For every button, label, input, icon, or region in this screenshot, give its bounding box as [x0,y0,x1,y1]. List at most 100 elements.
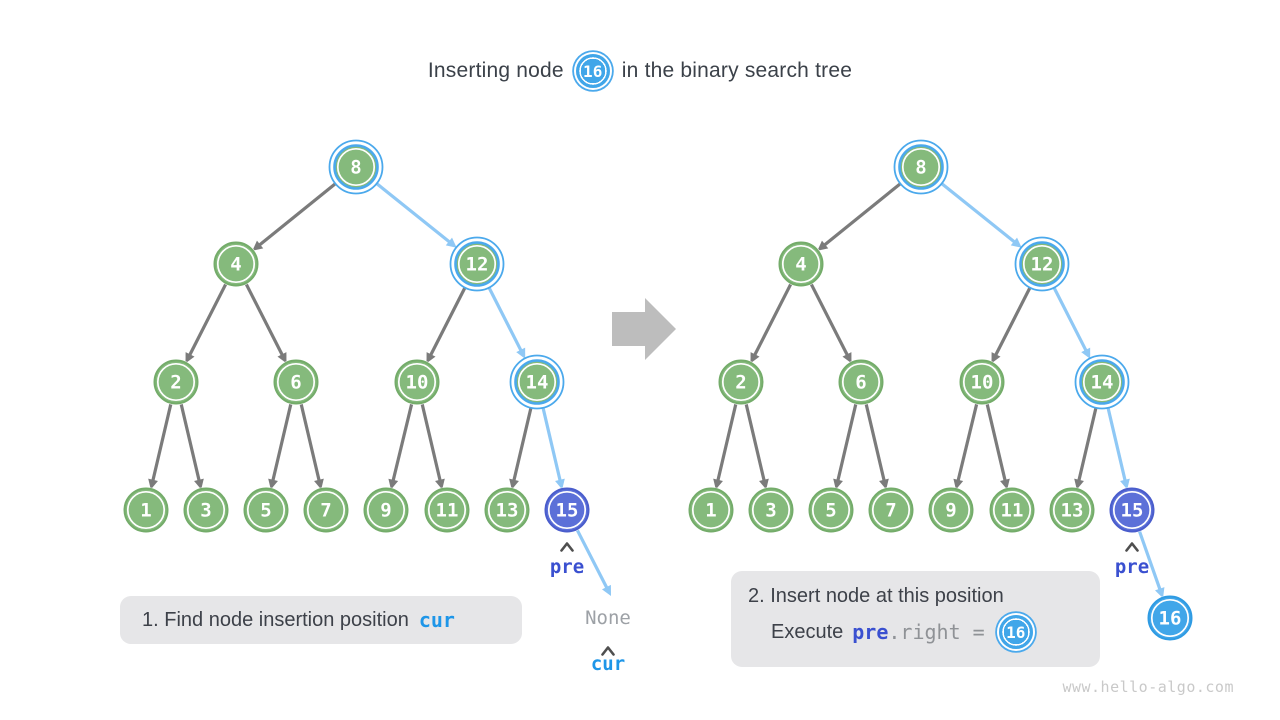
tree-node-11: 11 [989,487,1035,533]
node-value: 7 [320,500,331,522]
edge-6-5 [268,401,293,490]
edge-4-6 [243,281,287,364]
node-value: 15 [1121,500,1144,522]
step1-caption: 1. Find node insertion position cur [120,596,522,644]
edge-8-4 [817,181,903,251]
tree-node-2: 2 [153,359,199,405]
tree-node-13: 13 [484,487,530,533]
edge-14-15 [541,405,565,490]
node-value: 11 [1001,500,1024,522]
tree-node-11: 11 [424,487,470,533]
node-value: 6 [290,372,301,394]
edge-6-7 [864,401,889,490]
cur-pointer-label: cur [591,653,625,675]
node-16-chip-caption: 16 [998,615,1033,649]
transition-arrow-icon [612,298,676,360]
node-value: 14 [526,372,549,394]
node-value: 3 [200,500,211,522]
node-value: 11 [436,500,459,522]
edge-12-14 [486,285,526,359]
node-value: 12 [466,254,489,276]
edge-14-13 [1074,405,1098,490]
tree-node-9: 9 [928,487,974,533]
tree-node-10: 10 [959,359,1005,405]
edge-6-5 [833,401,858,490]
node-value: 5 [260,500,271,522]
tree-node-5: 5 [243,487,289,533]
edge-15-point [574,527,611,597]
edge-12-10 [426,285,468,364]
pre-pointer-label: pre [550,556,584,578]
edge-8-4 [252,181,338,251]
tree-node-9: 9 [363,487,409,533]
edge-14-13 [509,405,533,490]
title-text-after: in the binary search tree [621,59,853,82]
node-value: 12 [1031,254,1054,276]
edge-10-9 [953,401,979,490]
tree-node-4: 4 [778,241,824,287]
node-value: 2 [735,372,746,394]
step2-line1: 2. Insert node at this position [748,585,1004,607]
edge-4-2 [185,281,229,364]
node-value: 1 [140,500,151,522]
tree-node-2: 2 [718,359,764,405]
tree-node-1: 1 [688,487,734,533]
tree-node-3: 3 [183,487,229,533]
edge-2-1 [713,401,738,490]
tree-node-8: 8 [893,139,949,195]
tree-node-12: 12 [1014,236,1070,292]
pre-code-label: pre [852,620,889,644]
node-value: 1 [705,500,716,522]
node-value: 8 [915,157,926,179]
edge-10-9 [388,401,414,490]
node-value: 9 [945,500,956,522]
edge-2-3 [179,401,204,490]
pre-pointer-label: pre [1115,556,1149,578]
step2-execute-text: Execute [771,620,844,643]
caret-up-icon [1125,542,1139,552]
node-value: 9 [380,500,391,522]
tree-node-6: 6 [273,359,319,405]
edge-10-11 [985,401,1010,490]
tree-node-7: 7 [303,487,349,533]
node-value: 6 [855,372,866,394]
right-code-label: .right = [888,620,985,644]
node-value: 5 [825,500,836,522]
node-value: 15 [556,500,579,522]
tree-node-8: 8 [328,139,384,195]
edge-15-16 [1137,528,1165,599]
tree-node-16: 16 [1147,595,1193,641]
node-value: 8 [350,157,361,179]
node-value: 4 [230,254,241,276]
tree-node-13: 13 [1049,487,1095,533]
none-pointer-label: None [585,607,631,629]
edge-12-10 [991,285,1033,364]
node-value: 4 [795,254,806,276]
node-value: 13 [496,500,519,522]
node-value: 3 [765,500,776,522]
step2-caption: 2. Insert node at this position Execute … [731,571,1100,667]
node-16-chip: 16 [575,54,610,88]
node-value: 13 [1061,500,1084,522]
node-value: 2 [170,372,181,394]
edge-4-6 [808,281,852,364]
edge-8-12 [939,181,1022,248]
tree-node-7: 7 [868,487,914,533]
watermark: www.hello-algo.com [1062,678,1234,696]
cur-code-label: cur [418,608,455,632]
tree-node-10: 10 [394,359,440,405]
edge-2-3 [744,401,769,490]
caret-up-icon [560,542,574,552]
tree-node-1: 1 [123,487,169,533]
edge-4-2 [750,281,794,364]
caret-up-icon [601,646,615,656]
step2-line2: Execute pre .right = 16 [771,615,1100,649]
tree-node-3: 3 [748,487,794,533]
node-value: 14 [1091,372,1114,394]
tree-node-15: 15 [1109,487,1155,533]
tree-node-6: 6 [838,359,884,405]
node-value: 16 [1159,608,1182,630]
tree-node-14: 14 [509,354,565,410]
